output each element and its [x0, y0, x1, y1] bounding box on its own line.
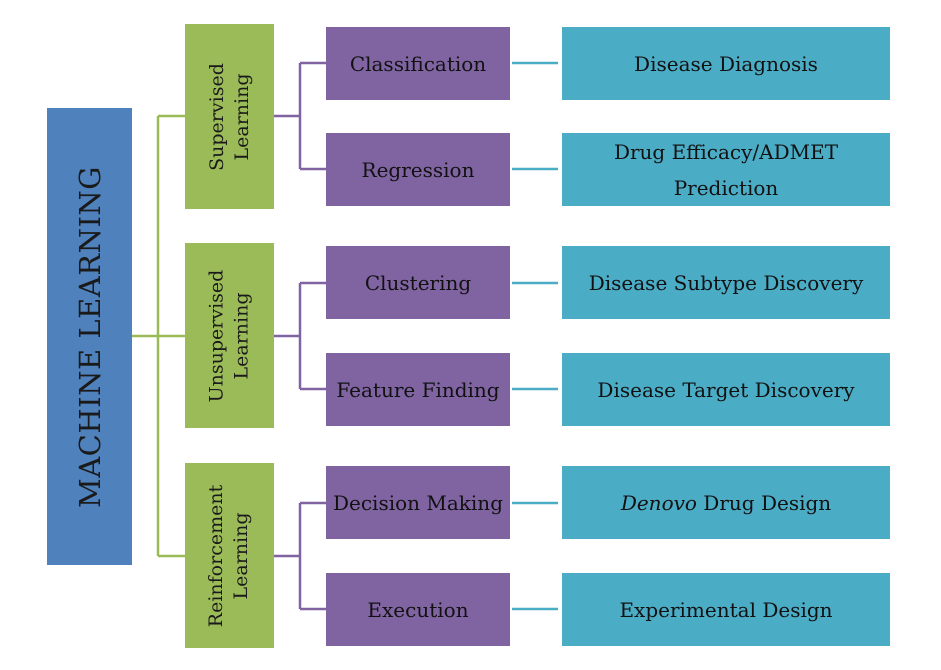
- application-label: Disease Subtype Discovery: [588, 270, 864, 295]
- method-label: Clustering: [364, 270, 472, 295]
- method-label: Decision Making: [332, 490, 503, 515]
- method-execution: Execution: [326, 573, 510, 646]
- application-label: Disease Target Discovery: [597, 377, 855, 402]
- category-line1: Supervised: [205, 62, 228, 171]
- root-label: MACHINE LEARNING: [72, 165, 107, 508]
- application-disease-subtype: Disease Subtype Discovery: [562, 246, 890, 319]
- method-label: Classification: [349, 51, 487, 76]
- method-connectors: [512, 61, 558, 611]
- category-reinforcement: Reinforcement Learning: [185, 463, 274, 648]
- application-disease-target: Disease Target Discovery: [562, 353, 890, 426]
- application-disease-diagnosis: Disease Diagnosis: [562, 27, 890, 100]
- method-label: Execution: [367, 597, 469, 622]
- category-connectors: [274, 61, 326, 611]
- category-line2: Learning: [230, 292, 253, 379]
- application-denovo-drug-design: Denovo Drug Design: [562, 466, 890, 539]
- application-line2: Prediction: [673, 175, 779, 200]
- method-decision-making: Decision Making: [326, 466, 510, 539]
- category-line1: Reinforcement: [205, 484, 228, 627]
- application-experimental-design: Experimental Design: [562, 573, 890, 646]
- category-line2: Learning: [230, 73, 253, 160]
- root-connectors: [132, 114, 185, 558]
- category-line1: Unsupervised: [205, 269, 228, 402]
- category-unsupervised: Unsupervised Learning: [185, 243, 274, 428]
- method-classification: Classification: [326, 27, 510, 100]
- method-clustering: Clustering: [326, 246, 510, 319]
- method-feature-finding: Feature Finding: [326, 353, 510, 426]
- application-drug-efficacy: Drug Efficacy/ADMET Prediction: [562, 133, 890, 206]
- category-line2: Learning: [230, 512, 253, 599]
- application-label: Disease Diagnosis: [634, 51, 818, 76]
- application-rest: Drug Design: [696, 490, 832, 515]
- application-italic-word: Denovo: [620, 490, 697, 515]
- root-node: MACHINE LEARNING: [47, 108, 132, 565]
- method-label: Regression: [361, 157, 475, 182]
- application-label: Experimental Design: [619, 597, 833, 622]
- category-supervised: Supervised Learning: [185, 24, 274, 209]
- method-label: Feature Finding: [336, 377, 500, 402]
- application-line1: Drug Efficacy/ADMET: [613, 139, 839, 164]
- method-regression: Regression: [326, 133, 510, 206]
